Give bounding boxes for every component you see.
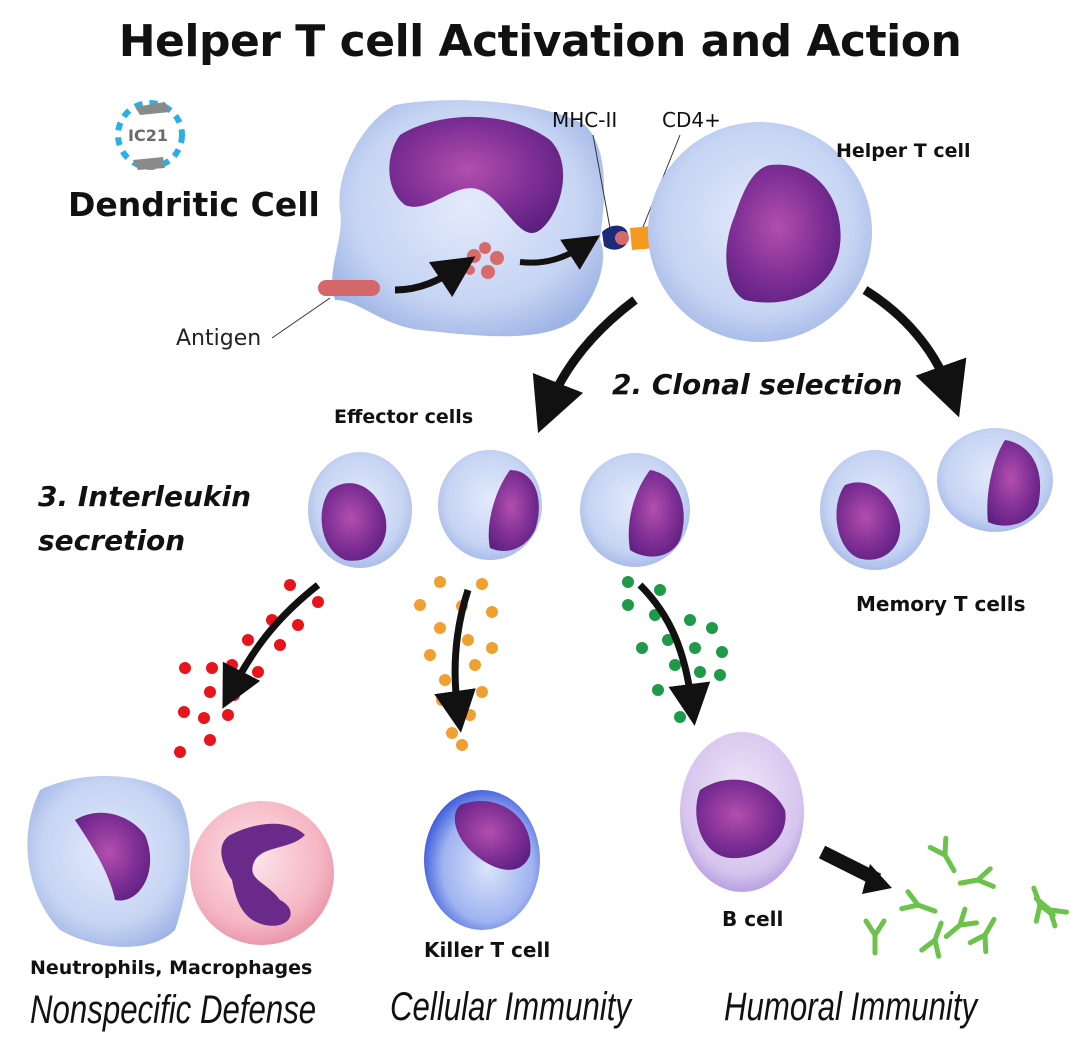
interleukin-dot	[292, 619, 304, 631]
label-cd4: CD4+	[662, 108, 721, 132]
interleukin-dot	[689, 642, 701, 654]
antigen-rod	[318, 280, 380, 296]
interleukin-dot	[716, 646, 728, 658]
antibody-icon	[967, 916, 997, 955]
interleukin-dot	[414, 599, 426, 611]
effector-cell-1	[308, 452, 412, 568]
interleukin-dot	[198, 712, 210, 724]
antibody-icon	[863, 918, 887, 956]
interleukin-dot	[636, 642, 648, 654]
arrow-to-nonspecific	[222, 582, 321, 709]
arrow-to-antibodies-head	[862, 864, 892, 894]
interleukin-dot	[486, 606, 498, 618]
interleukin-dot	[434, 576, 446, 588]
interleukin-dot	[469, 659, 481, 671]
arrow-antigen-uptake	[394, 256, 476, 298]
interleukin-dot	[486, 642, 498, 654]
arrow-antigen-present	[519, 235, 601, 270]
interleukin-dot	[622, 599, 634, 611]
interleukin-dot	[424, 649, 436, 661]
interleukin-dot	[714, 669, 726, 681]
arrow-to-killer	[434, 588, 476, 733]
interleukin-dot	[242, 634, 254, 646]
antigen-pointer	[271, 297, 331, 339]
interleukin-dot	[274, 639, 286, 651]
antibodies	[863, 835, 1070, 959]
antibody-icon	[927, 835, 957, 874]
diagram-title: Helper T cell Activation and Action	[118, 16, 962, 67]
label-mhc2: MHC-II	[552, 108, 618, 132]
dendritic-cell	[332, 100, 605, 337]
interleukin-dot	[174, 746, 186, 758]
interleukin-dot	[226, 659, 238, 671]
interleukin-dot	[206, 662, 218, 674]
interleukin-dot	[462, 634, 474, 646]
interleukin-dot	[476, 686, 488, 698]
interleukin-dot	[204, 686, 216, 698]
interleukin-dot	[436, 694, 448, 706]
effector-cell-2	[438, 450, 542, 560]
effector-cell-3	[580, 453, 690, 567]
interleukin-dot	[446, 727, 458, 739]
interleukin-dot	[669, 659, 681, 671]
antibody-icon	[1031, 885, 1056, 924]
interleukin-dot	[439, 674, 451, 686]
label-interleukin-line2: secretion	[38, 524, 186, 557]
arrow-to-effector	[532, 296, 638, 434]
interleukin-dot	[476, 578, 488, 590]
label-antigen: Antigen	[176, 326, 262, 351]
interleukin-dot	[622, 576, 634, 588]
label-humoral-immunity: Humoral Immunity	[724, 985, 978, 1029]
label-memory-t-cells: Memory T cells	[856, 592, 1026, 616]
antibody-icon	[957, 866, 996, 889]
neutrophil-cell	[190, 801, 334, 945]
interleukin-dot	[252, 666, 264, 678]
interleukin-dot	[284, 579, 296, 591]
macrophage-cell	[27, 776, 190, 947]
arrow-to-bcell	[637, 582, 711, 726]
peptide	[615, 231, 629, 245]
interleukin-dot	[204, 734, 216, 746]
interleukin-dot	[222, 709, 234, 721]
memory-t-cell-1	[820, 450, 930, 570]
interleukin-dot	[456, 739, 468, 751]
interleukin-dot	[178, 706, 190, 718]
interleukin-dot	[312, 596, 324, 608]
interleukin-dot	[662, 634, 674, 646]
label-b-cell: B cell	[722, 907, 784, 931]
label-nonspecific-defense: Nonspecific Defense	[30, 988, 317, 1032]
antibody-icon	[919, 920, 944, 959]
label-dendritic-cell: Dendritic Cell	[68, 185, 320, 224]
interleukin-dot	[706, 622, 718, 634]
logo-text: IC21	[128, 126, 168, 145]
label-neutrophils-macrophages: Neutrophils, Macrophages	[30, 957, 313, 979]
killer-t-cell	[424, 790, 540, 930]
interleukin-red-dots	[174, 579, 324, 758]
interleukin-dot	[179, 662, 191, 674]
interleukin-green-dots	[622, 576, 728, 723]
label-effector-cells: Effector cells	[334, 406, 474, 428]
b-cell	[680, 732, 804, 892]
antibody-icon	[943, 906, 980, 940]
interleukin-dot	[654, 584, 666, 596]
label-cellular-immunity: Cellular Immunity	[390, 985, 631, 1029]
label-clonal-selection: 2. Clonal selection	[612, 368, 903, 401]
interleukin-dot	[694, 666, 706, 678]
interleukin-dot	[684, 614, 696, 626]
label-interleukin-line1: 3. Interleukin	[38, 480, 252, 513]
interleukin-dot	[434, 622, 446, 634]
interleukin-dot	[674, 711, 686, 723]
label-killer-t-cell: Killer T cell	[424, 938, 551, 962]
ic21-logo-icon	[115, 100, 185, 170]
antibody-icon	[899, 889, 938, 914]
mhc2-pointer	[592, 134, 611, 229]
interleukin-dot	[464, 709, 476, 721]
label-helper-t-cell: Helper T cell	[836, 140, 971, 162]
arrow-to-memory	[862, 286, 967, 418]
memory-t-cell-2	[937, 428, 1053, 532]
helper-t-cell	[648, 122, 872, 342]
interleukin-dot	[652, 684, 664, 696]
